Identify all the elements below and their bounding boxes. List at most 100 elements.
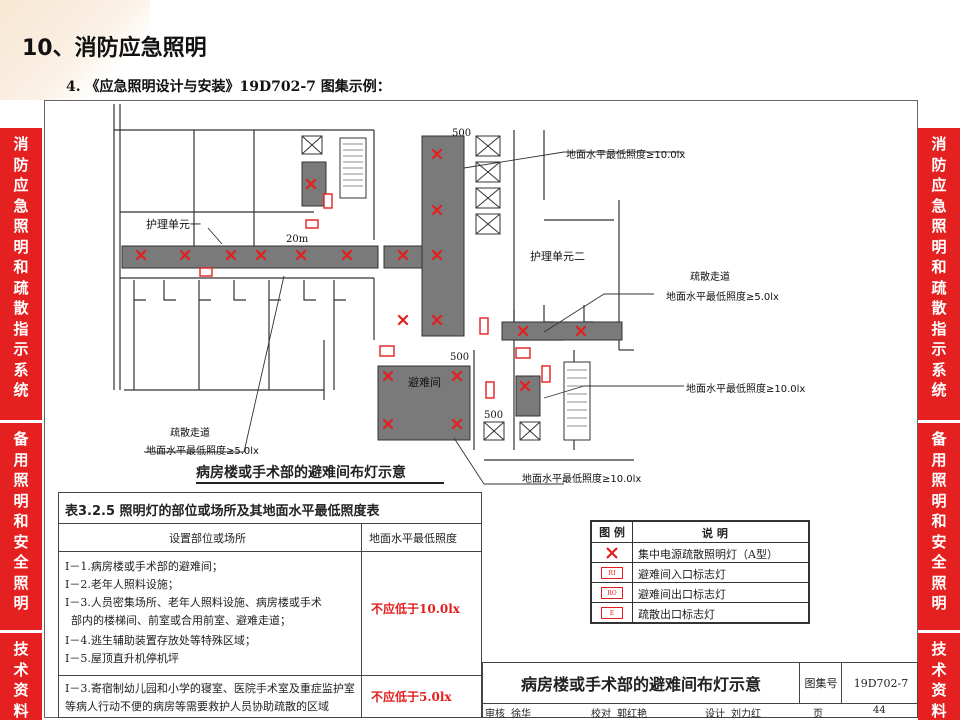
legend-item-text: 集中电源疏散照明灯（A型） xyxy=(638,546,778,562)
side-tab-char: 疏 xyxy=(931,278,946,299)
illuminance-table: 表3.2.5 照明灯的部位或场所及其地面水平最低照度表 设置部位或场所 地面水平… xyxy=(58,492,482,718)
side-tab-char: 术 xyxy=(13,660,28,681)
legend-item-text: 避难间出口标志灯 xyxy=(638,586,726,602)
title-block-name: 病房楼或手术部的避难间布灯示意 xyxy=(483,663,799,703)
legend-item: 集中电源疏散照明灯（A型） xyxy=(592,542,808,563)
title-block-atlas-label: 图集号 xyxy=(799,663,842,703)
table-col-divider xyxy=(361,524,362,552)
side-tab-char: 照 xyxy=(931,470,946,491)
table-col-divider xyxy=(361,552,362,676)
legend-header-desc: 说 明 xyxy=(702,525,728,541)
note-illuminance-1: 地面水平最低照度≥10.0lx xyxy=(566,146,685,161)
table-value-5lx: 不应低于5.0lx xyxy=(371,688,452,705)
legend-item: E 疏散出口标志灯 xyxy=(592,602,808,623)
side-tab-char: 和 xyxy=(13,511,28,532)
legend-symbol-ro: RO xyxy=(601,587,623,599)
title-block: 病房楼或手术部的避难间布灯示意 图集号 19D702-7 审核 徐华 校对 郭红… xyxy=(482,662,918,718)
side-tab-char: 技 xyxy=(13,639,28,660)
title-block-atlas-no: 19D702-7 xyxy=(841,663,920,703)
side-tab-char: 示 xyxy=(931,339,946,360)
table-row: Ⅰ－5.屋顶直升机停机坪 xyxy=(65,650,179,666)
side-tab-char: 资 xyxy=(13,680,28,701)
side-tab-char: 应 xyxy=(13,175,28,196)
table-section-2: Ⅰ－3.寄宿制幼儿园和小学的寝室、医院手术室及重症监护室 等病人行动不便的病房等… xyxy=(59,675,481,718)
legend-item: RO 避难间出口标志灯 xyxy=(592,582,808,603)
table-row: 部内的楼梯间、前室或合用前室、避难走道； xyxy=(71,612,291,628)
side-tab-char: 安 xyxy=(13,532,28,553)
table-value-10lx: 不应低于10.0lx xyxy=(371,600,460,617)
side-tab-char: 明 xyxy=(13,593,28,614)
side-tab-char: 明 xyxy=(13,491,28,512)
side-tab-char: 照 xyxy=(13,216,28,237)
side-tab-char: 指 xyxy=(13,319,28,340)
side-tab-char: 系 xyxy=(13,360,28,381)
label-refuge-room: 避难间 xyxy=(408,374,441,390)
side-tab-char: 急 xyxy=(931,196,946,217)
table-row: Ⅰ－3.人员密集场所、老年人照料设施、病房楼或手术 xyxy=(65,594,322,610)
page-number: 44 xyxy=(873,705,886,716)
lamp-icon xyxy=(592,543,632,563)
side-tab-char: 料 xyxy=(931,701,946,721)
exit-sign-icon: E xyxy=(592,603,632,623)
side-tab-char: 备 xyxy=(931,429,946,450)
side-tab-char: 和 xyxy=(13,257,28,278)
label-ward-1: 护理单元一 xyxy=(146,216,201,232)
legend-item-text: 避难间入口标志灯 xyxy=(638,566,726,582)
side-tab-char: 明 xyxy=(13,237,28,258)
legend-divider xyxy=(632,603,633,623)
legend-item-text: 疏散出口标志灯 xyxy=(638,606,715,622)
table-header-row: 设置部位或场所 地面水平最低照度 xyxy=(59,523,481,552)
side-tab-char: 疏 xyxy=(13,278,28,299)
designer-name: 刘力红 xyxy=(731,705,761,720)
reviewer-name: 徐华 xyxy=(511,705,531,720)
review-label: 审核 xyxy=(485,705,505,720)
side-tab-char: 和 xyxy=(931,257,946,278)
table-row: Ⅰ－4.逃生辅助装置存放处等特殊区域； xyxy=(65,632,256,648)
checker-name: 郭红艳 xyxy=(617,705,647,720)
legend-header-symbol: 图 例 xyxy=(592,522,632,542)
side-tab-char: 防 xyxy=(13,155,28,176)
table-row: 等病人行动不便的病房等需要救护人员协助疏散的区域 xyxy=(65,698,329,714)
dim-500-low: 500 xyxy=(484,410,503,421)
label-ward-2: 护理单元二 xyxy=(530,248,585,264)
side-tab-char: 照 xyxy=(931,573,946,594)
title-block-signatures: 审核 徐华 校对 郭红艳 设计 刘力红 页 44 xyxy=(483,703,917,720)
side-tab-char: 照 xyxy=(13,470,28,491)
check-label: 校对 xyxy=(591,705,611,720)
table-section-1: Ⅰ－1.病房楼或手术部的避难间； Ⅰ－2.老年人照料设施； Ⅰ－3.人员密集场所… xyxy=(59,551,481,676)
label-corridor-a: 疏散走道 xyxy=(690,268,730,283)
side-tab-char: 系 xyxy=(931,360,946,381)
side-tab-char: 明 xyxy=(931,491,946,512)
side-tab-char: 明 xyxy=(931,593,946,614)
table-row: Ⅰ－2.老年人照料设施； xyxy=(65,576,179,592)
table-col-divider xyxy=(361,676,362,718)
left-tab-backup: 备用照明和安全照明 xyxy=(0,423,42,630)
left-tab-emergency: 消防应急照明和疏散指示系统 xyxy=(0,128,42,420)
legend-divider xyxy=(632,563,633,583)
side-tab-char: 明 xyxy=(931,237,946,258)
legend-header: 图 例 说 明 xyxy=(592,522,808,542)
side-tab-char: 照 xyxy=(13,573,28,594)
side-tab-char: 指 xyxy=(931,319,946,340)
side-tab-char: 料 xyxy=(13,701,28,721)
side-tab-char: 技 xyxy=(931,639,946,660)
side-tab-char: 照 xyxy=(931,216,946,237)
side-tab-char: 资 xyxy=(931,680,946,701)
legend-divider xyxy=(632,583,633,603)
caption-underline xyxy=(196,482,444,484)
side-tab-char: 统 xyxy=(13,380,28,401)
side-tab-char: 散 xyxy=(13,298,28,319)
table-header-illuminance: 地面水平最低照度 xyxy=(369,530,457,546)
right-tab-emergency: 消防应急照明和疏散指示系统 xyxy=(918,128,960,420)
label-corridor-b: 疏散走道 xyxy=(170,424,210,439)
side-tab-char: 消 xyxy=(13,134,28,155)
side-tab-char: 防 xyxy=(931,155,946,176)
right-tab-tech: 技术资料 xyxy=(918,633,960,720)
side-tab-char: 应 xyxy=(931,175,946,196)
note-illuminance-2: 地面水平最低照度≥5.0lx xyxy=(666,288,779,303)
table-row: Ⅰ－1.病房楼或手术部的避难间； xyxy=(65,558,223,574)
page-subtitle: 4. 《应急照明设计与安装》19D702-7 图集示例： xyxy=(66,76,391,96)
left-tab-tech: 技术资料 xyxy=(0,633,42,720)
side-tab-char: 统 xyxy=(931,380,946,401)
note-illuminance-3: 地面水平最低照度≥10.0lx xyxy=(686,380,805,395)
